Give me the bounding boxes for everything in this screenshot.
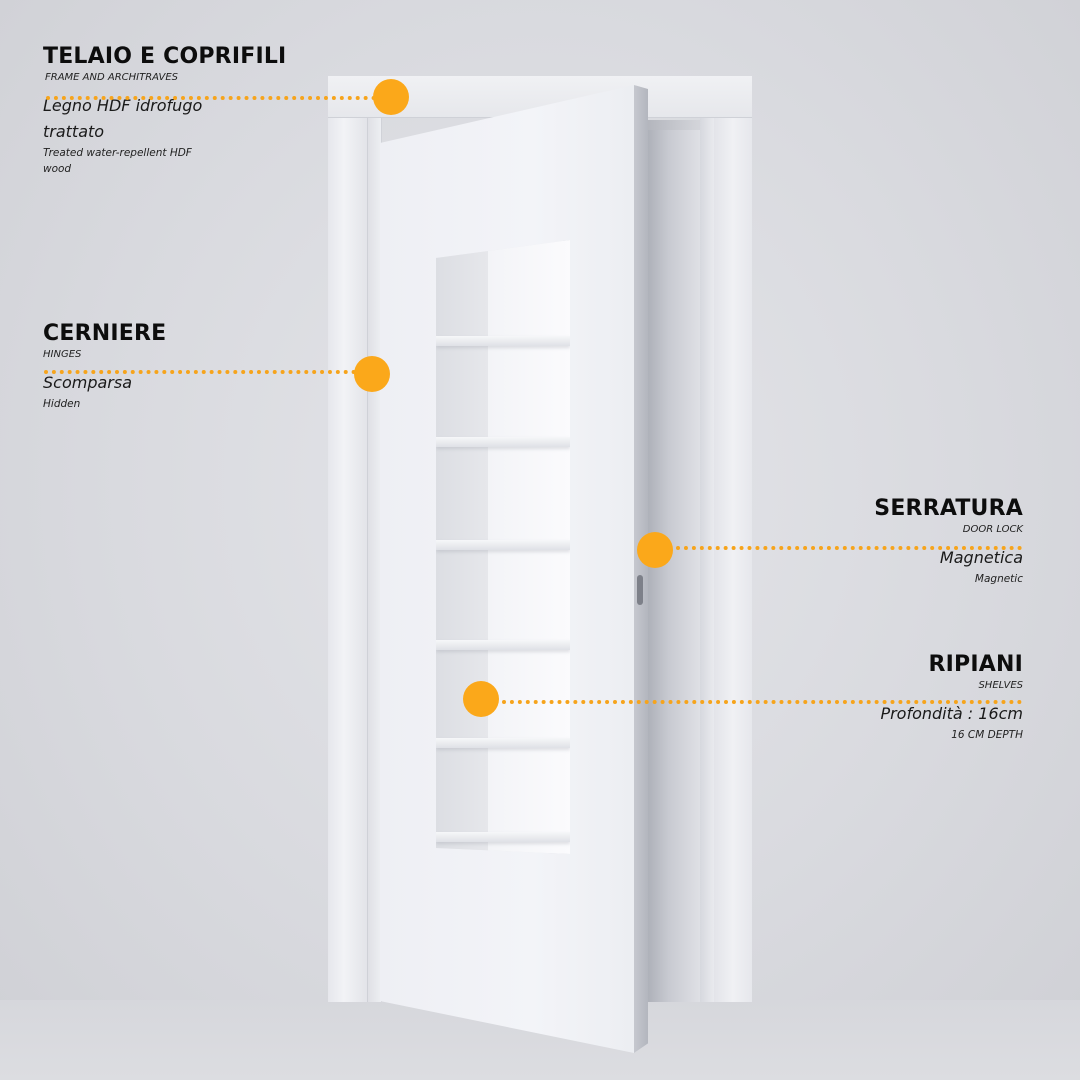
hotspot-shelves-icon[interactable]: [463, 681, 499, 717]
callout-value: Magnetica: [939, 548, 1023, 567]
door-edge: [634, 85, 648, 1053]
callout-value: Scomparsa: [43, 373, 133, 392]
shelf-unit: [436, 240, 570, 854]
hotspot-frame-icon[interactable]: [373, 79, 409, 115]
callout-hinges: CERNIERE HINGES Scomparsa Hidden: [43, 320, 166, 412]
leader-line-shelves: [502, 700, 1022, 704]
leader-line-hinges: [44, 370, 356, 374]
hotspot-lock-icon[interactable]: [637, 532, 673, 568]
frame-right-architrave: [714, 76, 752, 1002]
callout-shelves: RIPIANI SHELVES Profondità : 16cm 16 CM …: [880, 651, 1023, 743]
callout-title: RIPIANI: [928, 652, 1023, 677]
shelf: [436, 437, 570, 447]
callout-lock: SERRATURA DOOR LOCK Magnetica Magnetic: [874, 495, 1023, 587]
frame-right-jamb: [700, 118, 714, 1002]
callout-frame: TELAIO E COPRIFILI FRAME AND ARCHITRAVES…: [43, 43, 286, 177]
shelf: [436, 336, 570, 346]
shelf: [436, 540, 570, 550]
callout-subtitle: DOOR LOCK: [962, 524, 1023, 535]
shelf: [436, 640, 570, 650]
callout-value-en: Hidden: [43, 398, 81, 410]
callout-value-en: 16 CM DEPTH: [951, 729, 1023, 741]
frame-left-architrave: [328, 76, 368, 1002]
callout-value-en: Treated water-repellent HDF wood: [43, 147, 192, 175]
leader-line-frame: [46, 96, 376, 100]
callout-subtitle: HINGES: [43, 349, 82, 360]
callout-title: CERNIERE: [43, 321, 167, 346]
callout-value-en: Magnetic: [974, 573, 1023, 585]
callout-value: Profondità : 16cm: [880, 704, 1023, 723]
hotspot-hinges-icon[interactable]: [354, 356, 390, 392]
callout-title: TELAIO E COPRIFILI: [43, 44, 287, 69]
shelf: [436, 832, 570, 842]
callout-subtitle: SHELVES: [978, 680, 1023, 691]
shelf: [436, 738, 570, 748]
callout-value: Legno HDF idrofugo trattato: [43, 96, 203, 141]
magnetic-lock-handle: [637, 575, 643, 605]
callout-title: SERRATURA: [874, 496, 1023, 521]
frame-left-jamb: [368, 118, 382, 1002]
callout-subtitle: FRAME AND ARCHITRAVES: [45, 72, 179, 83]
leader-line-lock: [676, 546, 1022, 550]
